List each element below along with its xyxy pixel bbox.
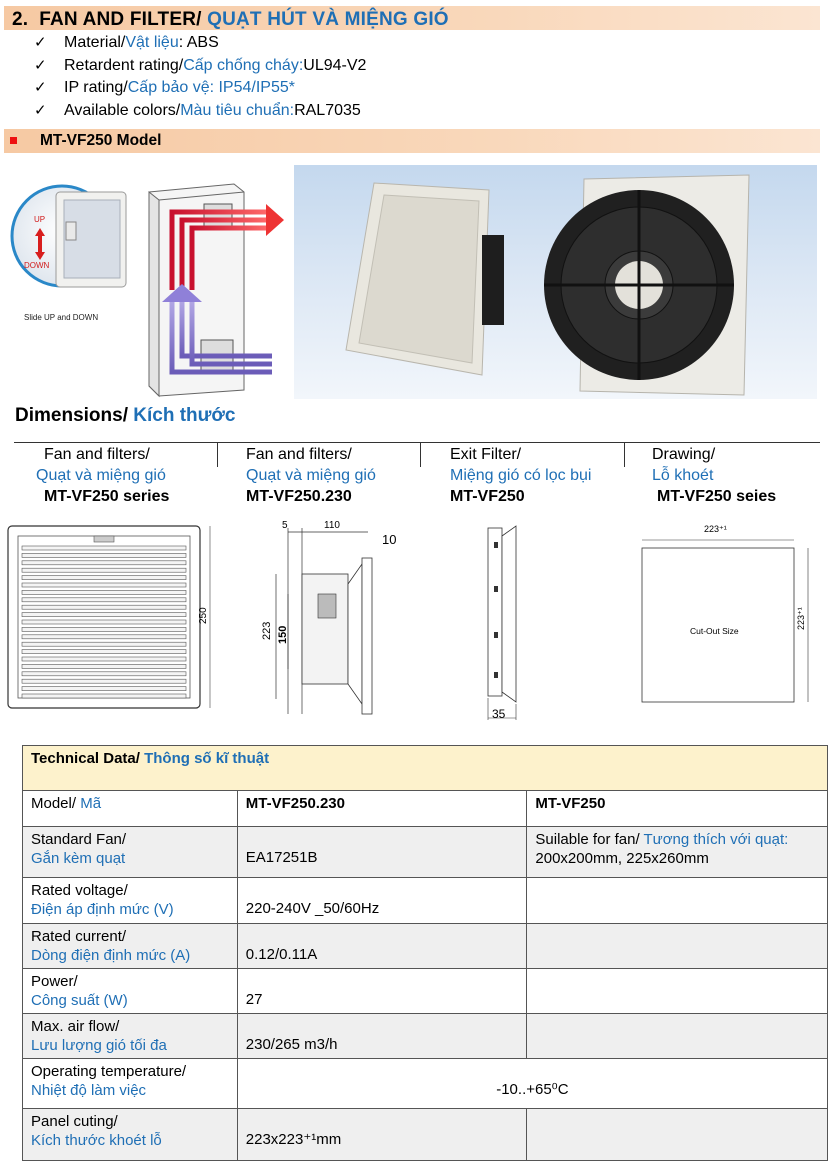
section-title: 2. FAN AND FILTER/ QUẠT HÚT VÀ MIỆNG GIÓ — [12, 9, 449, 30]
spec-item: ✓IP rating/ Cấp bảo vệ: IP54/IP55* — [34, 77, 366, 100]
grille-slat — [21, 567, 187, 573]
front-view-drawing: 250 — [7, 525, 211, 709]
dimensions-title: Dimensions/ Kích thước — [15, 405, 236, 426]
divider — [624, 443, 625, 467]
table-row: Power/Công suất (W) 27 — [22, 968, 828, 1014]
check-icon: ✓ — [34, 79, 47, 96]
grille-slat — [21, 590, 187, 595]
dimension-column: Fan and filters/ Quạt và miệng gió MT-VF… — [36, 446, 170, 505]
check-icon: ✓ — [34, 34, 47, 51]
grille-slat — [21, 671, 187, 677]
grille-slat — [21, 597, 187, 603]
dim-223-label: 223 — [261, 622, 273, 640]
spec-item: ✓Available colors/ Màu tiêu chuẩn: RAL70… — [34, 100, 366, 123]
model-title: MT-VF250 Model — [40, 132, 162, 149]
dimension-column: Drawing/ Lỗ khoét MT-VF250 seies — [652, 446, 777, 505]
check-icon: ✓ — [34, 101, 47, 119]
table-row: Panel cuting/Kích thước khoét lỗ 223x223… — [22, 1108, 828, 1161]
down-label: DOWN — [24, 261, 50, 270]
exhaust-arrow-icon — [266, 204, 284, 236]
filter-grille — [345, 182, 490, 376]
grille-slat — [21, 686, 187, 691]
table-row: Rated voltage/Điện áp định mức (V) 220-2… — [22, 877, 828, 924]
side-view-drawing: 5 110 10 223 150 — [261, 520, 396, 715]
cutout-drawing: 223⁺¹ Cut-Out Size 223⁺¹ — [641, 524, 809, 703]
grille-slat — [21, 560, 187, 566]
table-row: Rated current/Dòng điện định mức (A) 0.1… — [22, 923, 828, 969]
grille-slat — [21, 575, 187, 580]
product-photo — [294, 165, 817, 399]
bullet-square-icon — [10, 137, 17, 144]
dim-250-label: 250 — [198, 607, 209, 624]
spec-list: ✓Material/ Vật liệu: ABS ✓Retardent rati… — [34, 32, 366, 122]
grille-slat — [21, 627, 187, 632]
grille-slat — [21, 656, 187, 662]
spec-item: ✓Material/ Vật liệu: ABS — [34, 32, 366, 55]
dim-35-label: 35 — [492, 707, 506, 721]
cut-width-label: 223⁺¹ — [704, 524, 727, 534]
table-row: Operating temperature/Nhiệt độ làm việc … — [22, 1058, 829, 1109]
dim-110-label: 110 — [324, 520, 340, 531]
up-label: UP — [34, 215, 45, 224]
grille-slat — [21, 545, 187, 551]
grille-slat — [21, 582, 187, 588]
table-title: Technical Data/ Thông số kĩ thuật — [22, 745, 828, 791]
grille-slat — [21, 664, 187, 669]
airflow-illustration: UP DOWN Slide UP and DOWN — [4, 160, 294, 400]
technical-data-table: Technical Data/ Thông số kĩ thuật Model/… — [22, 745, 829, 1161]
grille-slat — [21, 693, 187, 699]
cut-height-label: 223⁺¹ — [796, 607, 806, 630]
table-header-row: Technical Data/ Thông số kĩ thuật — [22, 745, 828, 791]
model-bar: MT-VF250 Model — [4, 129, 820, 153]
divider — [420, 443, 421, 467]
grille-slat — [21, 649, 187, 654]
exit-filter-drawing: 35 — [487, 525, 517, 721]
fan-filter-render — [345, 174, 750, 396]
grille-slat — [21, 634, 187, 640]
grille-slat — [21, 612, 187, 617]
grille-slat — [21, 553, 187, 558]
grille-slat — [21, 619, 187, 625]
dim-150-label: 150 — [277, 626, 289, 644]
intake-arrow-icon — [162, 284, 202, 302]
slide-caption: Slide UP and DOWN — [24, 313, 98, 322]
dim-10-label: 10 — [382, 532, 396, 547]
airflow-diagram: UP DOWN Slide UP and DOWN — [10, 183, 284, 398]
up-down-arrow-icon — [35, 228, 45, 260]
fan-body-side — [482, 235, 504, 325]
table-row: Max. air flow/Lưu lượng gió tối đa 230/2… — [22, 1013, 828, 1059]
dimension-column: Fan and filters/ Quạt và miệng gió MT-VF… — [246, 446, 376, 505]
model-b: MT-VF250 — [526, 790, 828, 827]
check-icon: ✓ — [34, 56, 47, 74]
grille-slat — [21, 678, 187, 684]
grille-slat — [21, 604, 187, 610]
slide-tab — [65, 221, 77, 241]
spec-item: ✓Retardent rating/ Cấp chống cháy: UL94-… — [34, 55, 366, 78]
table-row: Standard Fan/Gắn kèm quạt EA17251B Suila… — [22, 826, 828, 878]
dim-5-label: 5 — [282, 520, 288, 531]
table-row: Model/ Mã MT-VF250.230 MT-VF250 — [22, 790, 828, 827]
divider — [14, 442, 820, 443]
divider — [217, 443, 218, 467]
section-header: 2. FAN AND FILTER/ QUẠT HÚT VÀ MIỆNG GIÓ — [4, 6, 820, 30]
dimension-column: Exit Filter/ Miệng gió có lọc bụi MT-VF2… — [450, 446, 592, 505]
grille-slat — [21, 641, 187, 647]
cut-out-label: Cut-Out Size — [690, 626, 739, 636]
model-a: MT-VF250.230 — [236, 790, 528, 827]
